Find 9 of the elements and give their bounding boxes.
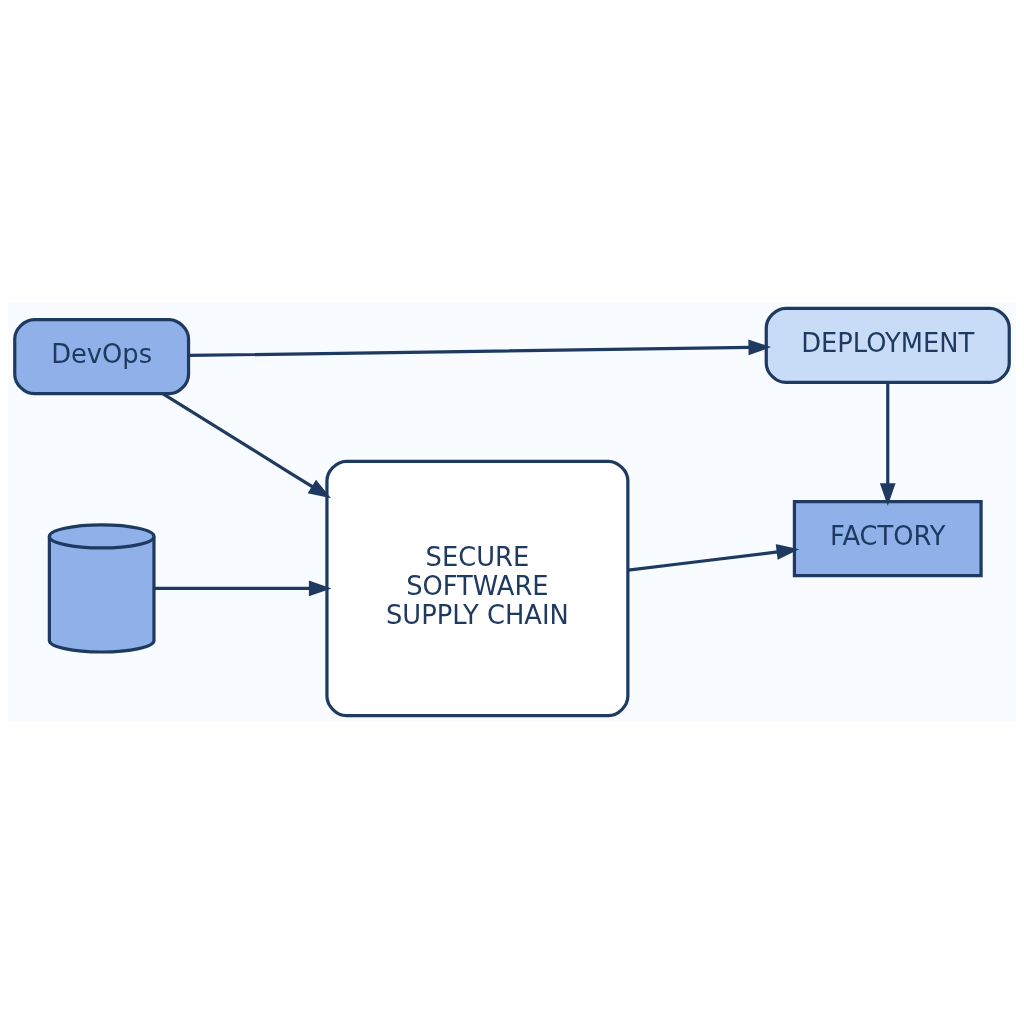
arrow — [628, 544, 800, 572]
arrow — [162, 392, 331, 499]
arrow — [189, 339, 772, 358]
node-box: SECURE SOFTWARE SUPPLY CHAIN — [325, 459, 630, 718]
arrow — [154, 580, 332, 597]
node-box: FACTORY — [792, 499, 983, 578]
node-box: DevOps — [13, 318, 191, 396]
arrow — [879, 382, 896, 506]
node-box: DEPLOYMENT — [764, 306, 1011, 385]
